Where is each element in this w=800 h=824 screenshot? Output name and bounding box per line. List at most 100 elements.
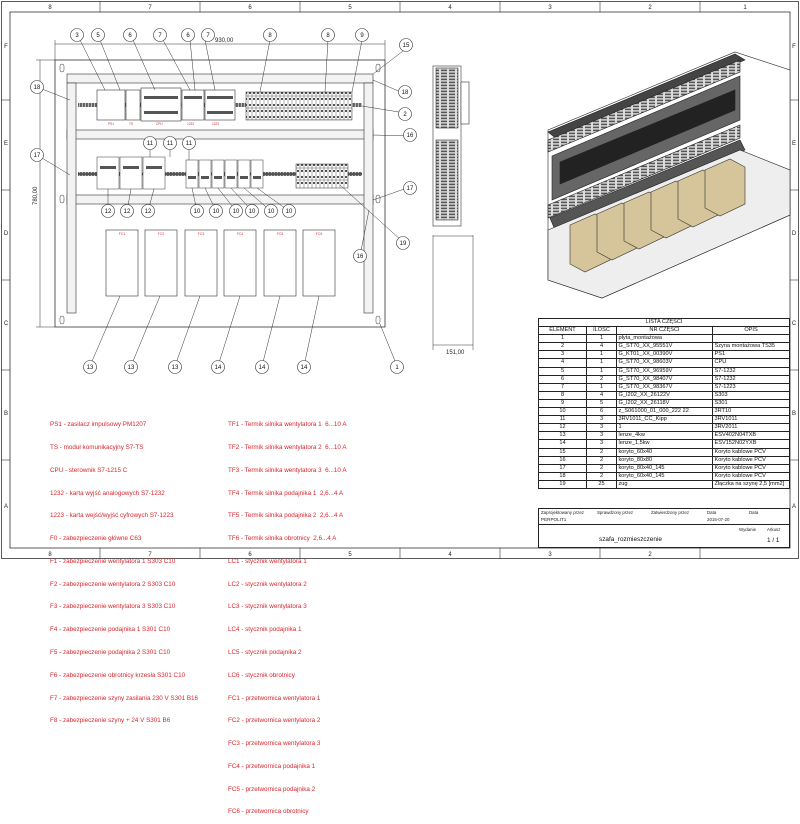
zone-left-E: E (4, 141, 8, 147)
balloon-number: 13 (87, 365, 94, 371)
parts-cell-part-no: 3RV1011_CC_Kipp (616, 415, 713, 425)
balloon-number: 17 (34, 153, 41, 159)
parts-cell-qty: 3 (586, 415, 617, 425)
balloon-number: 10 (233, 209, 240, 215)
legend-right-line: TF6 - Termik silnika obrotnicy 2,6...4 A (228, 535, 337, 543)
parts-cell-element: 9 (538, 398, 587, 409)
side-view (432, 65, 473, 237)
title-divider (539, 524, 789, 525)
zone-right-D: D (792, 231, 797, 237)
dimension-depth: 151,00 (446, 350, 465, 356)
parts-cell-part-no: lenze_4kw (616, 431, 713, 441)
title-block: Zaprojektowany przez Sprawdzony przez Za… (538, 508, 790, 548)
balloon-number: 19 (400, 241, 407, 247)
motor-protectors (96, 156, 264, 190)
label-designed: Zaprojektowany przez (541, 510, 584, 515)
balloon-circle (229, 204, 243, 218)
balloon-circle (255, 360, 269, 374)
parts-cell-part-no: G_ST70_XX_98603V (616, 358, 713, 368)
parts-cell-qty: 2 (586, 447, 617, 457)
cable-duct-top (66, 73, 374, 84)
legend-left-line: F8 - zabezpieczenie szyny + 24 V S301 B6 (50, 717, 171, 725)
parts-cell-qty: 4 (586, 342, 617, 352)
converter-fc4 (223, 229, 257, 297)
balloon-number: 2 (403, 112, 407, 118)
zone-top-6: 3 (548, 5, 552, 11)
balloon-number: 11 (186, 141, 193, 147)
balloon-number: 11 (167, 141, 174, 147)
label-date-2: Data (749, 510, 759, 515)
parts-cell-desc: 3RT10 (712, 407, 790, 417)
balloon-circle (190, 204, 204, 218)
dimension-width: 930,00 (215, 38, 234, 44)
balloon-number: 10 (213, 209, 220, 215)
legend-right-line: TF1 - Termik silnika wentylatora 1 6...1… (228, 421, 347, 429)
converter-fc1 (105, 229, 139, 297)
balloon-number: 11 (147, 141, 154, 147)
converter-fc2 (144, 229, 178, 297)
balloon-number: 3 (75, 33, 79, 39)
balloon-number: 6 (186, 33, 190, 39)
zone-top-2: 7 (148, 5, 152, 11)
parts-cell-desc: Złączka na szynę 2,5 [mm2] (712, 479, 790, 489)
parts-cell-part-no: G_ST70_XX_98367V (616, 382, 713, 392)
balloon-circle (70, 28, 84, 42)
technical-drawing: 8 7 6 5 4 3 2 1 8 7 6 5 4 3 2 F E D C B … (1, 1, 799, 559)
legend-right-line: TF2 - Termik silnika wentylatora 2 6...1… (228, 443, 347, 451)
zone-bot-1: 8 (48, 552, 52, 558)
parts-cell-desc: Koryto kablowe PCV (712, 471, 790, 481)
balloon-circle (398, 85, 412, 99)
parts-cell-qty: 2 (586, 455, 617, 465)
balloon-circle (353, 249, 367, 263)
balloon-number: 14 (301, 365, 308, 371)
parts-cell-qty: 2 (586, 463, 617, 473)
parts-cell-element: 14 (538, 439, 587, 449)
parts-cell-qty: 2 (586, 374, 617, 384)
balloon-circle (297, 360, 311, 374)
parts-cell-desc (712, 334, 790, 344)
parts-cell-part-no: G_ST70_XX_98407V (616, 374, 713, 384)
legend-right-line: LC3 - stycznik wentylatora 3 (228, 603, 307, 611)
parts-cell-qty: 4 (586, 390, 617, 400)
iso-converters (569, 158, 746, 273)
parts-cell-element: 13 (538, 431, 587, 441)
parts-cell-qty: 3 (586, 431, 617, 441)
legend-right-line: TF4 - Termik silnika podajnika 1 2,6...4… (228, 489, 344, 497)
parts-cell-part-no: płyta_montażowa (616, 334, 713, 344)
balloon-number: 18 (34, 85, 41, 91)
parts-cell-qty: 25 (586, 479, 617, 489)
balloon-circle (141, 204, 155, 218)
zone-bot-7: 2 (648, 552, 652, 558)
parts-cell-element: 17 (538, 463, 587, 473)
parts-cell-desc: PS1 (712, 350, 790, 360)
zone-right-F: F (792, 44, 796, 50)
balloon-number: 8 (326, 33, 330, 39)
balloon-circle (398, 107, 412, 121)
zone-bot-5: 4 (448, 552, 452, 558)
parts-cell-qty: 2 (586, 471, 617, 481)
balloon-number: 13 (172, 365, 179, 371)
balloon-number: 12 (145, 209, 152, 215)
balloon-circle (83, 360, 97, 374)
parts-cell-desc: S303 (712, 390, 790, 400)
zone-top-4: 5 (348, 5, 352, 11)
balloon-number: 12 (105, 209, 112, 215)
balloon-circle (201, 28, 215, 42)
parts-cell-part-no: z_S061000_01_000_222 22 (616, 407, 713, 417)
zone-top-1: 8 (48, 5, 52, 11)
parts-cell-qty: 3 (586, 423, 617, 433)
balloon-number: 10 (194, 209, 201, 215)
dimension-lines (36, 40, 474, 350)
converter-label-fc2: FC2 (158, 232, 165, 236)
zone-top-3: 6 (248, 5, 252, 11)
balloon-number: 16 (357, 254, 364, 260)
parts-cell-element: 16 (538, 455, 587, 465)
balloon-circle (282, 204, 296, 218)
